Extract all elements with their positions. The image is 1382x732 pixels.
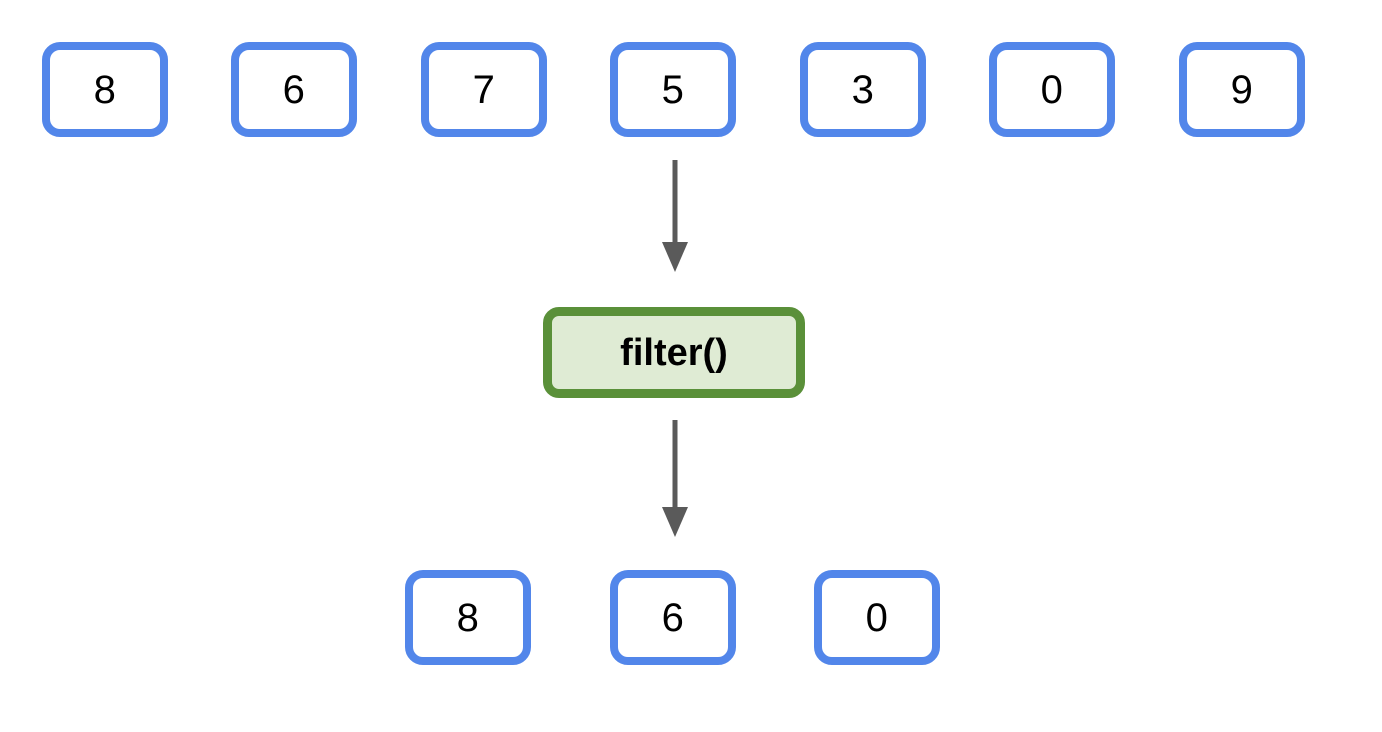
input-value-box-2[interactable]: 7 [421,42,547,137]
input-value-box-6[interactable]: 9 [1179,42,1305,137]
input-value-text-3: 5 [661,67,685,112]
arrow-input-to-filter [662,160,688,272]
input-value-box-3[interactable]: 5 [610,42,736,137]
output-value-text-2: 0 [865,595,889,640]
input-value-box-1[interactable]: 6 [231,42,357,137]
input-value-text-0: 8 [93,67,117,112]
output-value-text-1: 6 [661,595,685,640]
arrow-filter-to-output [662,420,688,537]
input-value-text-1: 6 [282,67,306,112]
input-value-text-5: 0 [1040,67,1064,112]
input-value-text-4: 3 [851,67,875,112]
filter-operation-label: filter() [620,331,728,374]
input-value-box-0[interactable]: 8 [42,42,168,137]
output-value-box-2[interactable]: 0 [814,570,940,665]
output-value-text-0: 8 [456,595,480,640]
input-value-text-6: 9 [1230,67,1254,112]
output-value-box-1[interactable]: 6 [610,570,736,665]
input-value-box-4[interactable]: 3 [800,42,926,137]
filter-operation-box[interactable]: filter() [543,307,805,398]
output-value-box-0[interactable]: 8 [405,570,531,665]
input-value-box-5[interactable]: 0 [989,42,1115,137]
input-value-text-2: 7 [472,67,496,112]
